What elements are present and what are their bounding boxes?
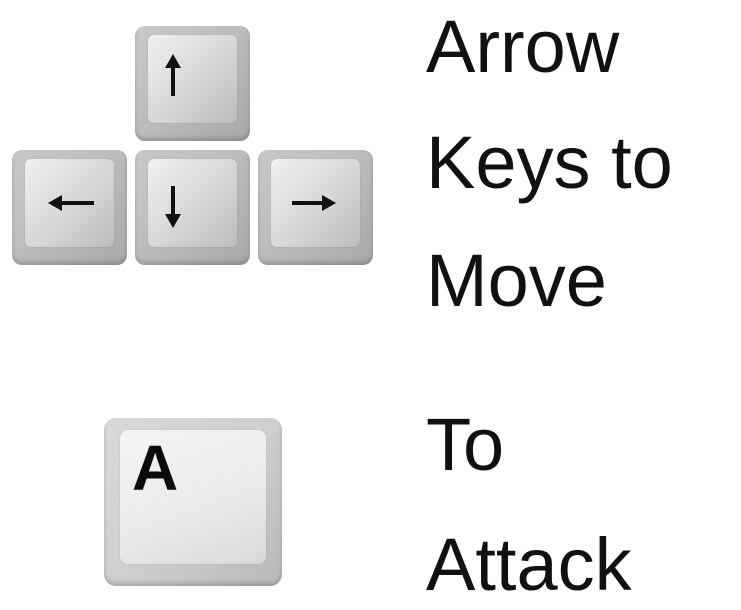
right-arrow-key: [258, 150, 373, 265]
arrow-down-icon: [165, 186, 181, 228]
attack-label-line1: To: [426, 403, 505, 486]
move-label-line2: Keys to: [426, 121, 673, 204]
arrow-right-icon: [292, 195, 336, 211]
move-label-line3: Move: [426, 239, 607, 322]
a-key-letter: A: [132, 432, 179, 504]
down-arrow-key: [135, 150, 250, 265]
move-label-line1: Arrow: [426, 5, 620, 88]
left-arrow-key: [12, 150, 127, 265]
arrow-up-icon: [165, 54, 181, 96]
up-arrow-key: [135, 26, 250, 141]
attack-label-line2: Attack: [426, 523, 632, 606]
a-key: A: [104, 418, 282, 586]
arrow-left-icon: [48, 195, 94, 211]
